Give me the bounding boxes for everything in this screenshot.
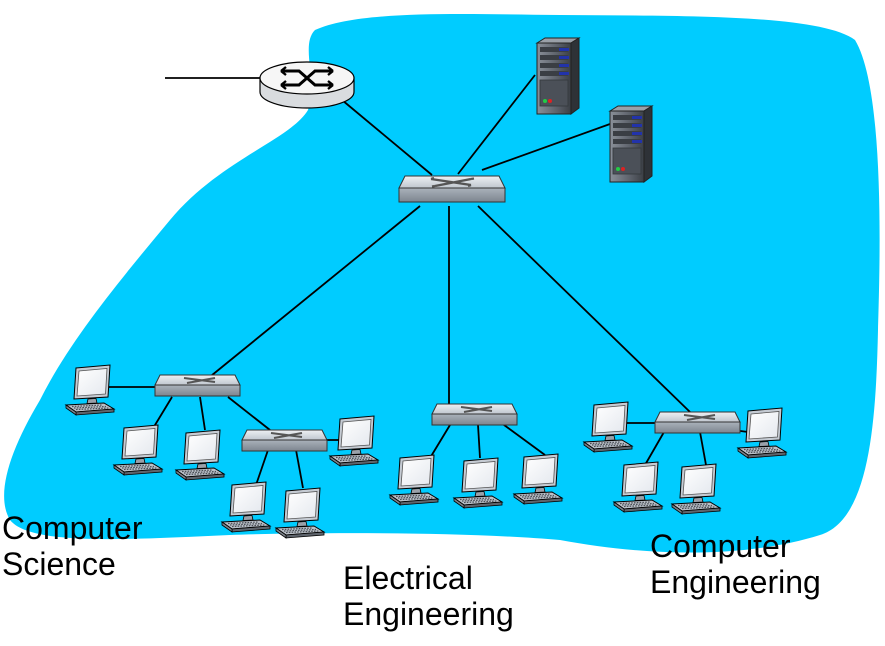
link-core-server-2 (481, 123, 611, 171)
label-electrical-engineering: Electrical Engineering (343, 560, 514, 632)
label-line: Engineering (650, 564, 821, 600)
label-line: Engineering (343, 596, 514, 632)
label-computer-science: Computer Science (2, 510, 143, 582)
link-core-cs-switch (205, 205, 421, 381)
switch-icon (241, 429, 328, 452)
server-icon (609, 105, 653, 183)
router-icon (259, 61, 355, 109)
label-line: Science (2, 546, 116, 582)
link-router-core (341, 99, 433, 176)
switch-icon (654, 411, 741, 434)
label-line: Electrical (343, 560, 473, 596)
link-core-ce-switch (477, 205, 691, 413)
server-icon (536, 37, 580, 115)
link-core-server-1 (457, 74, 536, 175)
switch-icon (154, 374, 241, 397)
label-computer-engineering: Computer Engineering (650, 528, 821, 600)
switch-icon (431, 403, 518, 426)
label-line: Computer (650, 528, 791, 564)
switch-icon (397, 174, 507, 204)
label-line: Computer (2, 510, 143, 546)
